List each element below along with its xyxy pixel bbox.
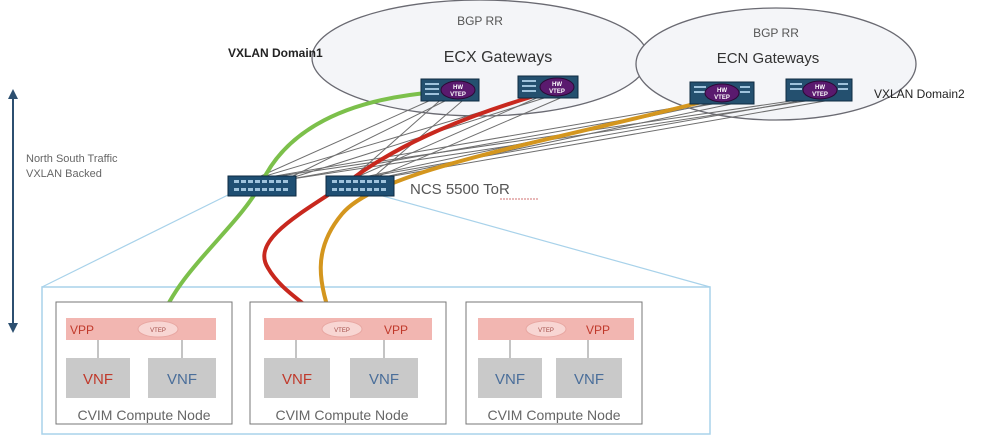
- vtep-badge-line2: VTEP: [450, 92, 466, 98]
- compute-node-2: VTEP VPP VNF VNF CVIM Compute Node: [249, 301, 447, 425]
- hw-vtep-badge: [802, 80, 838, 100]
- vtep-badge-line1: HW: [717, 88, 727, 94]
- compute-node-1: VPP VTEP VNF VNF CVIM Compute Node: [55, 301, 233, 425]
- north-south-label-line2: VXLAN Backed: [26, 168, 102, 180]
- vtep-badge-line1: HW: [453, 85, 463, 91]
- vtep-oval: [525, 320, 567, 338]
- ecn-gateway-device-1: HW VTEP: [689, 81, 755, 105]
- hw-vtep-badge: [440, 80, 476, 100]
- ecx-gateways-label: ECX Gateways: [444, 49, 552, 66]
- vtep-badge-line1: HW: [552, 82, 562, 88]
- vtep-badge-line2: VTEP: [714, 95, 730, 101]
- vtep-badge-line1: HW: [815, 85, 825, 91]
- vnf-box-right: [350, 358, 418, 398]
- red-traffic-path: [262, 90, 550, 326]
- vtep-badge-line2: VTEP: [549, 89, 565, 95]
- tor-switch-1: [227, 175, 297, 197]
- compute-node-label: CVIM Compute Node: [487, 407, 620, 423]
- bgp-rr-right-label: BGP RR: [753, 26, 799, 40]
- north-south-arrow: [8, 89, 18, 333]
- vxlan-domain2-label: VXLAN Domain2: [874, 87, 965, 101]
- hw-vtep-badge: [704, 83, 740, 103]
- vnf-left-label: VNF: [282, 371, 312, 388]
- ecn-gateway-device-2: HW VTEP: [785, 78, 853, 102]
- compute-node-3: VTEP VPP VNF VNF CVIM Compute Node: [465, 301, 643, 425]
- vnf-box-left: [478, 358, 542, 398]
- compute-highlight-frame: [41, 192, 711, 435]
- vnf-right-label: VNF: [369, 371, 399, 388]
- bgp-rr-left-label: BGP RR: [457, 14, 503, 28]
- vpp-label: VPP: [70, 323, 94, 337]
- vpp-label: VPP: [384, 323, 408, 337]
- vtep-badge-line2: VTEP: [812, 92, 828, 98]
- compute-node-label: CVIM Compute Node: [77, 407, 210, 423]
- vnf-left-label: VNF: [495, 371, 525, 388]
- vnf-box-right: [556, 358, 622, 398]
- compute-node-label: CVIM Compute Node: [275, 407, 408, 423]
- vnf-right-label: VNF: [167, 371, 197, 388]
- vpp-label: VPP: [586, 323, 610, 337]
- ecn-gateways-label: ECN Gateways: [717, 50, 820, 67]
- vnf-box-left: [66, 358, 130, 398]
- orange-traffic-path: [318, 94, 727, 328]
- ecx-gateway-device-1: HW VTEP: [420, 78, 480, 102]
- tor-switch-2: [325, 175, 395, 197]
- vnf-box-left: [264, 358, 330, 398]
- vtep-label: VTEP: [150, 328, 166, 334]
- vnf-box-right: [148, 358, 216, 398]
- vtep-label: VTEP: [538, 328, 554, 334]
- north-south-label-line1: North South Traffic: [26, 153, 118, 165]
- vtep-label: VTEP: [334, 328, 350, 334]
- vxlan-domain1-label: VXLAN Domain1: [228, 46, 323, 60]
- vnf-left-label: VNF: [83, 371, 113, 388]
- hw-vtep-badge: [539, 77, 575, 97]
- ncs-tor-label: NCS 5500 ToR: [410, 181, 510, 198]
- vtep-oval: [137, 320, 179, 338]
- vtep-oval: [321, 320, 363, 338]
- ecx-gateway-device-2: HW VTEP: [517, 75, 579, 99]
- vnf-right-label: VNF: [574, 371, 604, 388]
